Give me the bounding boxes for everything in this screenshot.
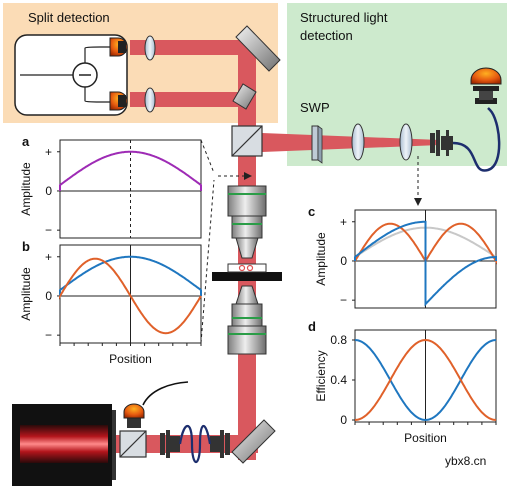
panel-c-letter: c: [308, 204, 315, 219]
panel-a-chart: +0 −Amplitude a: [19, 134, 202, 239]
laser-source: [12, 404, 116, 486]
panel-a-ytick-1: 0: [45, 184, 52, 198]
objective-bottom: [227, 285, 267, 355]
reference-detector: [123, 381, 189, 428]
panel-b-ylabel: Amplitude: [19, 267, 33, 321]
panel-c-ylabel: Amplitude: [314, 232, 328, 286]
fiber-loop: [178, 424, 212, 464]
panel-d-xlabel: Position: [404, 431, 447, 445]
dashed-callouts: [200, 139, 419, 344]
panel-d-ytick-1: 0.4: [330, 373, 347, 387]
swp-plate: [311, 125, 323, 164]
split-detector: [14, 34, 128, 116]
detection-label: detection: [300, 28, 353, 43]
lens-split-bottom: [144, 87, 156, 113]
fiber-coupler-structured: [430, 130, 453, 156]
panel-d-letter: d: [308, 319, 316, 334]
panel-a-series-purple: [59, 150, 202, 191]
lens-structured-2: [399, 123, 413, 161]
watermark: ybx8.cn: [445, 454, 486, 468]
mirror-bottom: [231, 419, 276, 464]
fiber-coupler-laser: [160, 430, 230, 458]
lens-structured-1: [351, 123, 365, 161]
panel-a-ylabel: Amplitude: [19, 162, 33, 216]
panel-b-letter: b: [22, 239, 30, 254]
panel-c-series-blue: [354, 220, 497, 307]
panel-a-ytick-0: +: [45, 145, 52, 159]
panel-b-series-blue: [59, 255, 202, 296]
panel-b-ytick-0: +: [45, 250, 52, 264]
detector-structured: [470, 67, 502, 104]
panel-d-ytick-2: 0: [340, 413, 347, 427]
swp-label: SWP: [300, 100, 330, 115]
lens-split-top: [144, 35, 156, 61]
panel-d-ylabel: Efficiency: [314, 350, 328, 401]
panel-c-ytick-0: +: [340, 215, 347, 229]
beam-splitter: [231, 125, 263, 157]
panel-c-ytick-1: 0: [340, 254, 347, 268]
panel-b-ytick-2: −: [45, 328, 52, 342]
panel-a-letter: a: [22, 134, 30, 149]
panel-c-chart: +0 −Amplitude c: [308, 204, 497, 309]
photodiode-top: [109, 37, 128, 57]
pickoff-mirror: [232, 83, 257, 110]
panel-d-series-orange: [354, 338, 497, 421]
objective-top: [227, 185, 267, 259]
panel-c-ytick-2: −: [340, 293, 347, 307]
fiber-cable-structured: [452, 107, 501, 172]
panel-d-ytick-0: 0.8: [330, 333, 347, 347]
arrow-to-objective: [244, 172, 252, 180]
beam-splitter-laser: [119, 430, 147, 458]
panel-a-ytick-2: −: [45, 223, 52, 237]
panel-b-xlabel: Position: [109, 352, 152, 366]
panel-d-series-blue: [354, 339, 497, 422]
split-detection-label: Split detection: [28, 10, 110, 25]
panel-b-ytick-1: 0: [45, 289, 52, 303]
photodiode-bottom: [109, 91, 128, 111]
structured-light-label: Structured light: [300, 10, 388, 25]
mirror-top: [235, 25, 281, 72]
panel-b-series-orange: [59, 257, 202, 335]
sample-stage: [212, 263, 282, 281]
arrow-to-panel-c: [414, 198, 422, 206]
